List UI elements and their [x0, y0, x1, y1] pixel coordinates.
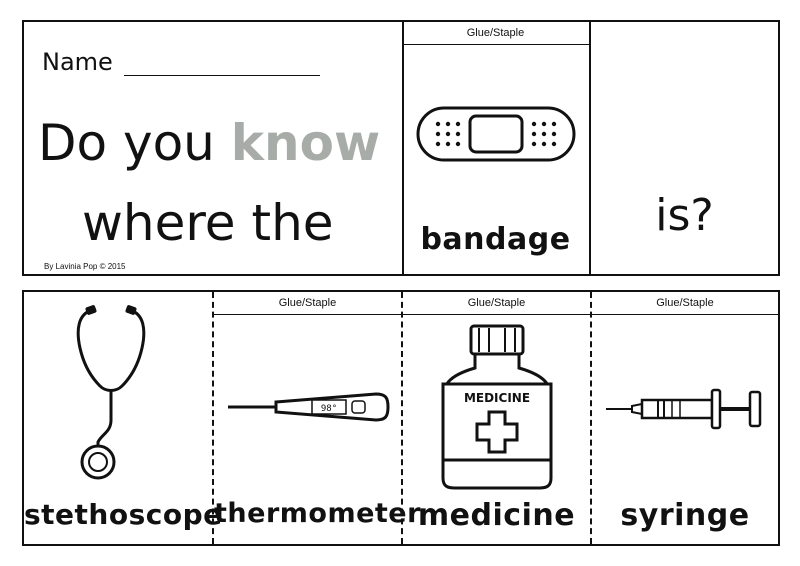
stethoscope-icon: [76, 305, 146, 480]
card-stethoscope: stethoscope: [24, 292, 223, 544]
highlight-word-know: know: [230, 114, 381, 172]
syringe-icon: [606, 388, 762, 430]
question-line-2: where the: [82, 194, 334, 252]
glue-staple-label: Glue/Staple: [214, 292, 401, 315]
card-word: stethoscope: [24, 498, 223, 531]
is-panel: is?: [591, 22, 778, 274]
name-label: Name: [42, 48, 113, 76]
card-word: medicine: [417, 498, 576, 533]
thermometer-display: 98°: [321, 404, 337, 414]
card-syringe: Glue/Staple syringe: [592, 292, 778, 544]
glue-staple-label: Glue/Staple: [402, 22, 589, 45]
card-word: syringe: [620, 498, 750, 533]
credit-text: By Lavinia Pop © 2015: [44, 262, 126, 271]
glue-staple-label: Glue/Staple: [403, 292, 590, 315]
bandage-word: bandage: [420, 222, 571, 257]
bandage-panel: Glue/Staple bandage: [402, 22, 591, 274]
is-text: is?: [655, 190, 714, 241]
bandage-icon: [416, 106, 576, 162]
name-line[interactable]: [124, 75, 320, 76]
card-thermometer: Glue/Staple 98° thermometer: [214, 292, 421, 544]
glue-staple-label: Glue/Staple: [592, 292, 778, 315]
medicine-bottle-icon: MEDICINE: [441, 324, 553, 490]
bottle-label: MEDICINE: [464, 391, 530, 405]
question-line-1: Do you know: [38, 114, 380, 172]
title-panel: Name Do you know where the By Lavinia Po…: [24, 22, 404, 274]
thermometer-icon: 98°: [228, 392, 390, 422]
top-strip: Name Do you know where the By Lavinia Po…: [22, 20, 780, 276]
card-word: thermometer: [214, 498, 421, 529]
question-text-1: Do you: [38, 114, 215, 172]
bottom-strip: stethoscope Glue/Staple 98° thermometer …: [22, 290, 780, 546]
card-medicine: Glue/Staple MEDICINE medicine: [403, 292, 592, 544]
